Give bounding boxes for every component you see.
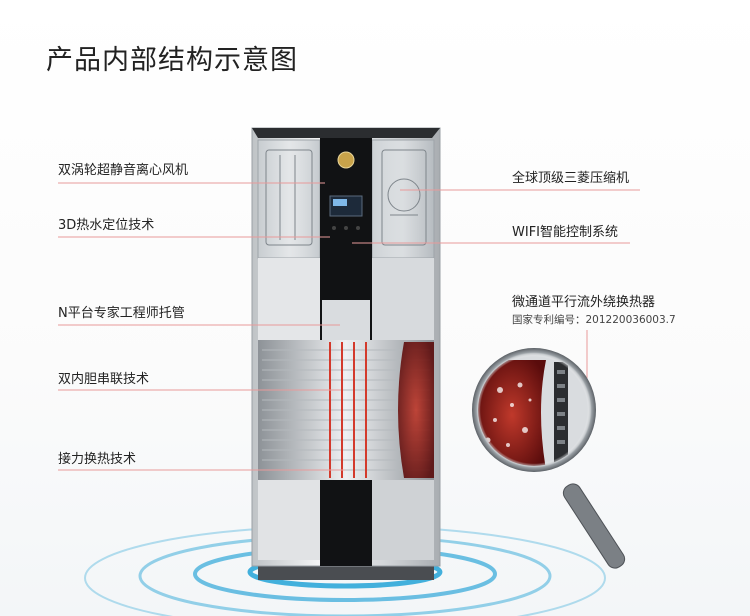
label-relay-heat: 接力换热技术 [58,452,137,467]
label-3d-hot-water: 3D热水定位技术 [58,218,155,233]
label-dual-tank: 双内胆串联技术 [58,372,150,387]
water-heater-unit [251,127,441,567]
left-callout-lines [58,182,345,471]
page-title: 产品内部结构示意图 [46,45,298,76]
label-turbo-fan: 双涡轮超静音离心风机 [58,163,189,178]
patent-number: 国家专利编号：201220036003.7 [512,314,676,326]
magnifier-detail-view [472,348,626,569]
label-compressor: 全球顶级三菱压缩机 [512,171,630,186]
label-microchannel-exchanger: 微通道平行流外绕换热器 [512,295,656,310]
label-wifi-control: WIFI智能控制系统 [512,225,618,240]
label-n-platform: N平台专家工程师托管 [58,306,185,321]
right-callout-lines [352,189,640,382]
